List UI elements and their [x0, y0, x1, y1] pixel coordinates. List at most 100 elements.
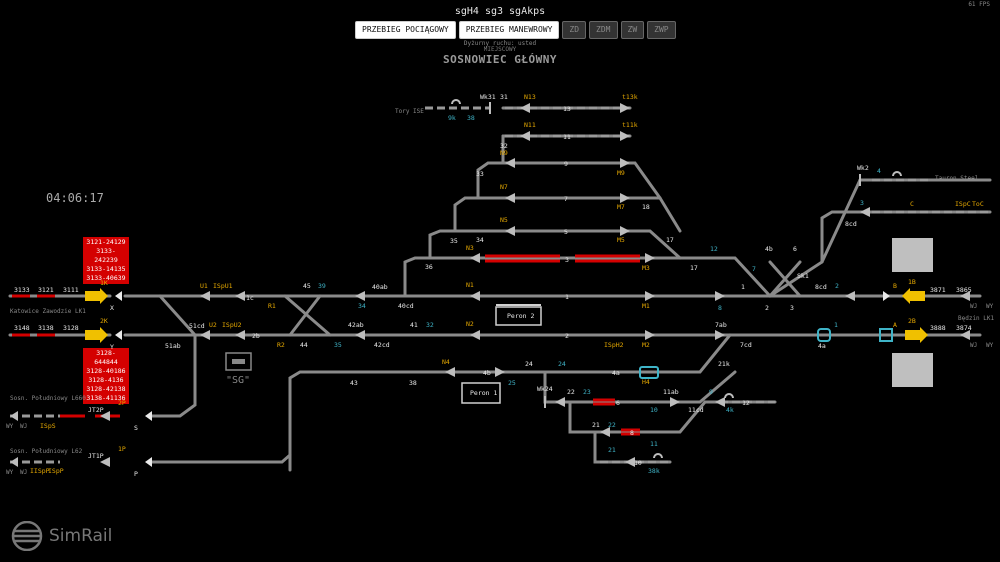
signal-n1[interactable]	[470, 291, 480, 301]
signal-a-box[interactable]	[879, 328, 893, 342]
signal-t11k[interactable]	[620, 131, 630, 141]
signal-4b[interactable]	[495, 367, 505, 377]
signal-2b[interactable]	[235, 330, 245, 340]
signal-right-mid[interactable]	[960, 330, 970, 340]
track-num-4a: 4a	[612, 369, 620, 377]
label-38b: 38	[467, 114, 475, 122]
signal-m7[interactable]	[620, 193, 630, 203]
signal-l660-end[interactable]	[10, 411, 18, 421]
signal-42ab[interactable]	[355, 330, 365, 340]
train-number: 3128-644844	[94, 349, 118, 366]
signal-b-head[interactable]	[883, 291, 890, 301]
train-number: 3133-242239	[94, 247, 118, 264]
signal-11ab[interactable]	[670, 397, 680, 407]
train-list-bottom[interactable]: 3128-644844 3128-40186 3128-4136 3128-42…	[83, 348, 129, 404]
signal-n13[interactable]	[520, 103, 530, 113]
signal-n9[interactable]	[505, 158, 515, 168]
label-11b: 11	[650, 440, 658, 448]
train-number: 3121-24129	[86, 238, 126, 246]
label-n1: N1	[466, 281, 474, 289]
signal-track-2-right[interactable]	[715, 330, 725, 340]
label-ispp: ISpP	[48, 467, 64, 475]
zd-button[interactable]: ZD	[562, 21, 587, 39]
label-12-node: 12	[742, 399, 750, 407]
label-51ab: 51ab	[165, 342, 181, 350]
signal-l62-end[interactable]	[10, 457, 18, 467]
label-2p: 2P	[118, 399, 126, 407]
label-32b: 32	[426, 321, 434, 329]
local-mode-label: MIEJSCOWY	[483, 46, 517, 53]
label-35: 35	[450, 237, 458, 245]
signal-1c[interactable]	[235, 291, 245, 301]
signal-m3[interactable]	[645, 253, 655, 263]
track-num-1: 1	[565, 293, 569, 301]
label-33: 33	[476, 170, 484, 178]
signal-1b-arrow[interactable]	[902, 288, 925, 304]
signal-2k-arrow[interactable]	[85, 327, 108, 343]
signal-jt1p[interactable]	[100, 457, 110, 467]
label-n4: N4	[442, 358, 450, 366]
signal-right-top[interactable]	[960, 291, 970, 301]
signal-t13k[interactable]	[620, 103, 630, 113]
signal-n7[interactable]	[505, 193, 515, 203]
shunting-route-button[interactable]: PRZEBIEG MANEWROWY	[458, 21, 560, 39]
signal-1k-arrow[interactable]	[85, 288, 108, 304]
train-list-top[interactable]: 3121-24129 3133-242239 3133-14135 3133-4…	[83, 237, 129, 284]
label-1c: 1c	[246, 294, 254, 302]
train-route-button[interactable]: PRZEBIEG POCIĄGOWY	[355, 21, 456, 39]
signal-track-1-right[interactable]	[715, 291, 725, 301]
signal-10[interactable]	[625, 457, 635, 467]
label-17: 18	[642, 203, 650, 211]
signal-p-head[interactable]	[145, 457, 152, 467]
signal-3-box[interactable]	[817, 328, 831, 342]
line-left-top-2: 3121	[38, 286, 54, 294]
signal-x-head[interactable]	[115, 291, 122, 301]
label-21k: 38k	[648, 467, 660, 475]
label-c: C	[910, 200, 914, 208]
signal-40ab[interactable]	[355, 291, 365, 301]
zwp-button[interactable]: ZWP	[647, 21, 676, 39]
platforms	[461, 304, 542, 404]
signal-y-head[interactable]	[115, 330, 122, 340]
signal-n4[interactable]	[445, 367, 455, 377]
signal-n2[interactable]	[470, 330, 480, 340]
signal-h4-box[interactable]	[639, 366, 659, 379]
label-n2: N2	[466, 320, 474, 328]
signal-22[interactable]	[555, 397, 565, 407]
signal-u1[interactable]	[200, 291, 210, 301]
signal-m2[interactable]	[645, 330, 655, 340]
signal-11cd[interactable]	[715, 397, 725, 407]
signal-5cd[interactable]	[845, 291, 855, 301]
signal-21[interactable]	[600, 427, 610, 437]
signal-n11[interactable]	[520, 131, 530, 141]
train-number: 3128-4136	[88, 376, 124, 384]
zdm-button[interactable]: ZDM	[589, 21, 618, 39]
signal-jt2p[interactable]	[100, 411, 110, 421]
signal-s-head[interactable]	[145, 411, 152, 421]
signal-c[interactable]	[860, 207, 870, 217]
direction-wy-top: WY	[986, 303, 994, 310]
direction-l62: Sosn. Południowy L62	[10, 448, 83, 455]
label-wk31: Wk31	[480, 93, 496, 101]
platform-1-label: Peron 1	[470, 389, 497, 397]
zw-button[interactable]: ZW	[620, 21, 645, 39]
signal-2b-arrow[interactable]	[905, 327, 928, 343]
route-mode-toolbar: PRZEBIEG POCIĄGOWY PRZEBIEG MANEWROWY ZD…	[355, 21, 676, 39]
signal-m5[interactable]	[620, 226, 630, 236]
signal-m9[interactable]	[620, 158, 630, 168]
signal-n3[interactable]	[470, 253, 480, 263]
track-num-2: 2	[565, 332, 569, 340]
label-1b: 1B	[908, 278, 916, 286]
line-left-top-3: 3111	[63, 286, 79, 294]
label-m9: M9	[617, 169, 625, 177]
signal-u2[interactable]	[200, 330, 210, 340]
signal-m1[interactable]	[645, 291, 655, 301]
label-2b: 2B	[908, 317, 916, 325]
signal-n5[interactable]	[505, 226, 515, 236]
block-indicator-bottom	[892, 353, 933, 387]
label-p: P	[134, 470, 138, 478]
direction-wy-l62: WY	[6, 469, 14, 476]
label-6: 6	[793, 245, 797, 253]
label-m2: M2	[642, 341, 650, 349]
